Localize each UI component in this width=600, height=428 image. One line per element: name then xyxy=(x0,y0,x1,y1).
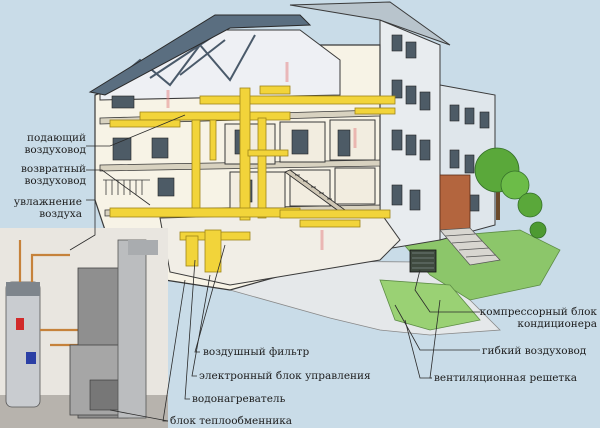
label-heat-exchanger: блок теплообменника xyxy=(170,415,293,427)
label-humidification: увлажнение воздуха xyxy=(0,196,82,220)
label-compressor-unit-line1: компрессорный блок xyxy=(479,306,597,318)
label-supply-duct-line2: воздуховод xyxy=(24,144,86,156)
label-return-duct-line2: воздуховод xyxy=(24,175,86,187)
exterior-steps xyxy=(439,227,501,266)
right-wing-roof xyxy=(289,1,451,46)
label-vent-grille: вентиляционная решетка xyxy=(434,372,578,384)
label-flexible-duct: гибкий воздуховод xyxy=(482,345,587,357)
label-return-duct: возвратный воздуховод xyxy=(2,163,86,187)
porch-railing xyxy=(103,179,150,195)
label-water-heater: водонагреватель xyxy=(192,393,286,405)
label-air-filter: воздушный фильтр xyxy=(203,346,310,358)
label-humidification-line2: воздуха xyxy=(39,208,82,220)
brick-base xyxy=(439,174,471,231)
lawn xyxy=(399,229,561,301)
label-control-unit: электронный блок управления xyxy=(199,370,371,382)
label-return-duct-line1: возвратный xyxy=(20,163,86,175)
compressor-unit-drawing xyxy=(409,249,437,273)
interior-walls xyxy=(224,119,376,209)
label-compressor-unit-line2: кондиционера xyxy=(517,318,597,330)
duct-network xyxy=(109,85,396,273)
label-supply-duct-line1: подающий xyxy=(27,132,86,144)
roof-edge xyxy=(88,14,312,96)
leader-lines xyxy=(69,114,480,422)
trees xyxy=(474,147,547,239)
label-compressor-unit: компрессорный блок кондиционера xyxy=(460,306,597,330)
air-flow-marks xyxy=(166,62,357,250)
label-supply-duct: подающий воздуховод xyxy=(2,132,86,156)
basement-photo-inset xyxy=(0,228,168,428)
label-humidification-line1: увлажнение xyxy=(13,196,82,208)
lawn-front xyxy=(379,279,481,331)
